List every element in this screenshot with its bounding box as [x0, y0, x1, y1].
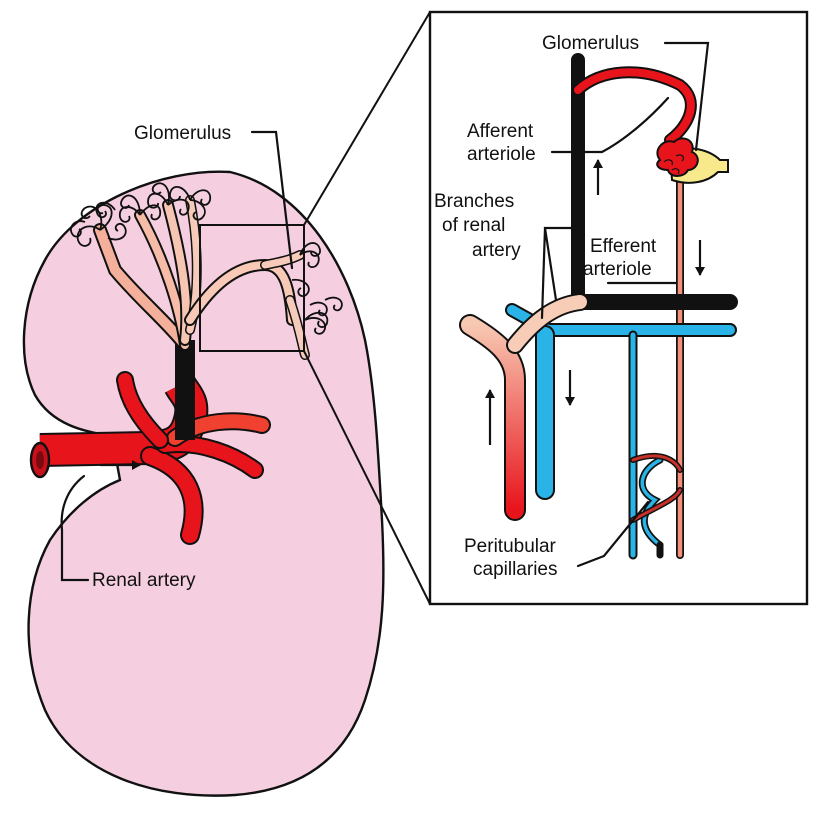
label-afferent-line2: arteriole [467, 144, 536, 165]
label-efferent-line1: Efferent [590, 236, 657, 257]
label-renal-artery: Renal artery [92, 570, 196, 591]
label-branches-line3: artery [472, 240, 521, 261]
kidney-outline [22, 170, 385, 797]
label-glomerulus-left: Glomerulus [134, 123, 231, 144]
leader-glomerulus-right [663, 41, 710, 152]
glomeruli-cluster [70, 182, 343, 335]
label-branches-line2: of renal [442, 215, 505, 236]
leader-branches [540, 226, 578, 320]
label-efferent-line2: arteriole [583, 259, 652, 280]
zoom-connector-top [303, 11, 431, 226]
leader-afferent [550, 96, 670, 154]
label-afferent-line1: Afferent [467, 121, 534, 142]
leader-glomerulus-left [250, 130, 294, 270]
glomerulus-capsule [656, 137, 729, 184]
zoom-connector-bottom [303, 350, 431, 605]
inset-vessels [459, 53, 738, 560]
label-glomerulus-right: Glomerulus [542, 33, 639, 54]
leader-renal-artery [60, 474, 90, 582]
label-peritubular-line1: Peritubular [464, 536, 557, 557]
label-branches-line1: Branches [434, 191, 514, 212]
zoom-region-box [199, 224, 305, 352]
leader-peritubular [576, 500, 650, 568]
label-peritubular-line2: capillaries [473, 559, 557, 580]
